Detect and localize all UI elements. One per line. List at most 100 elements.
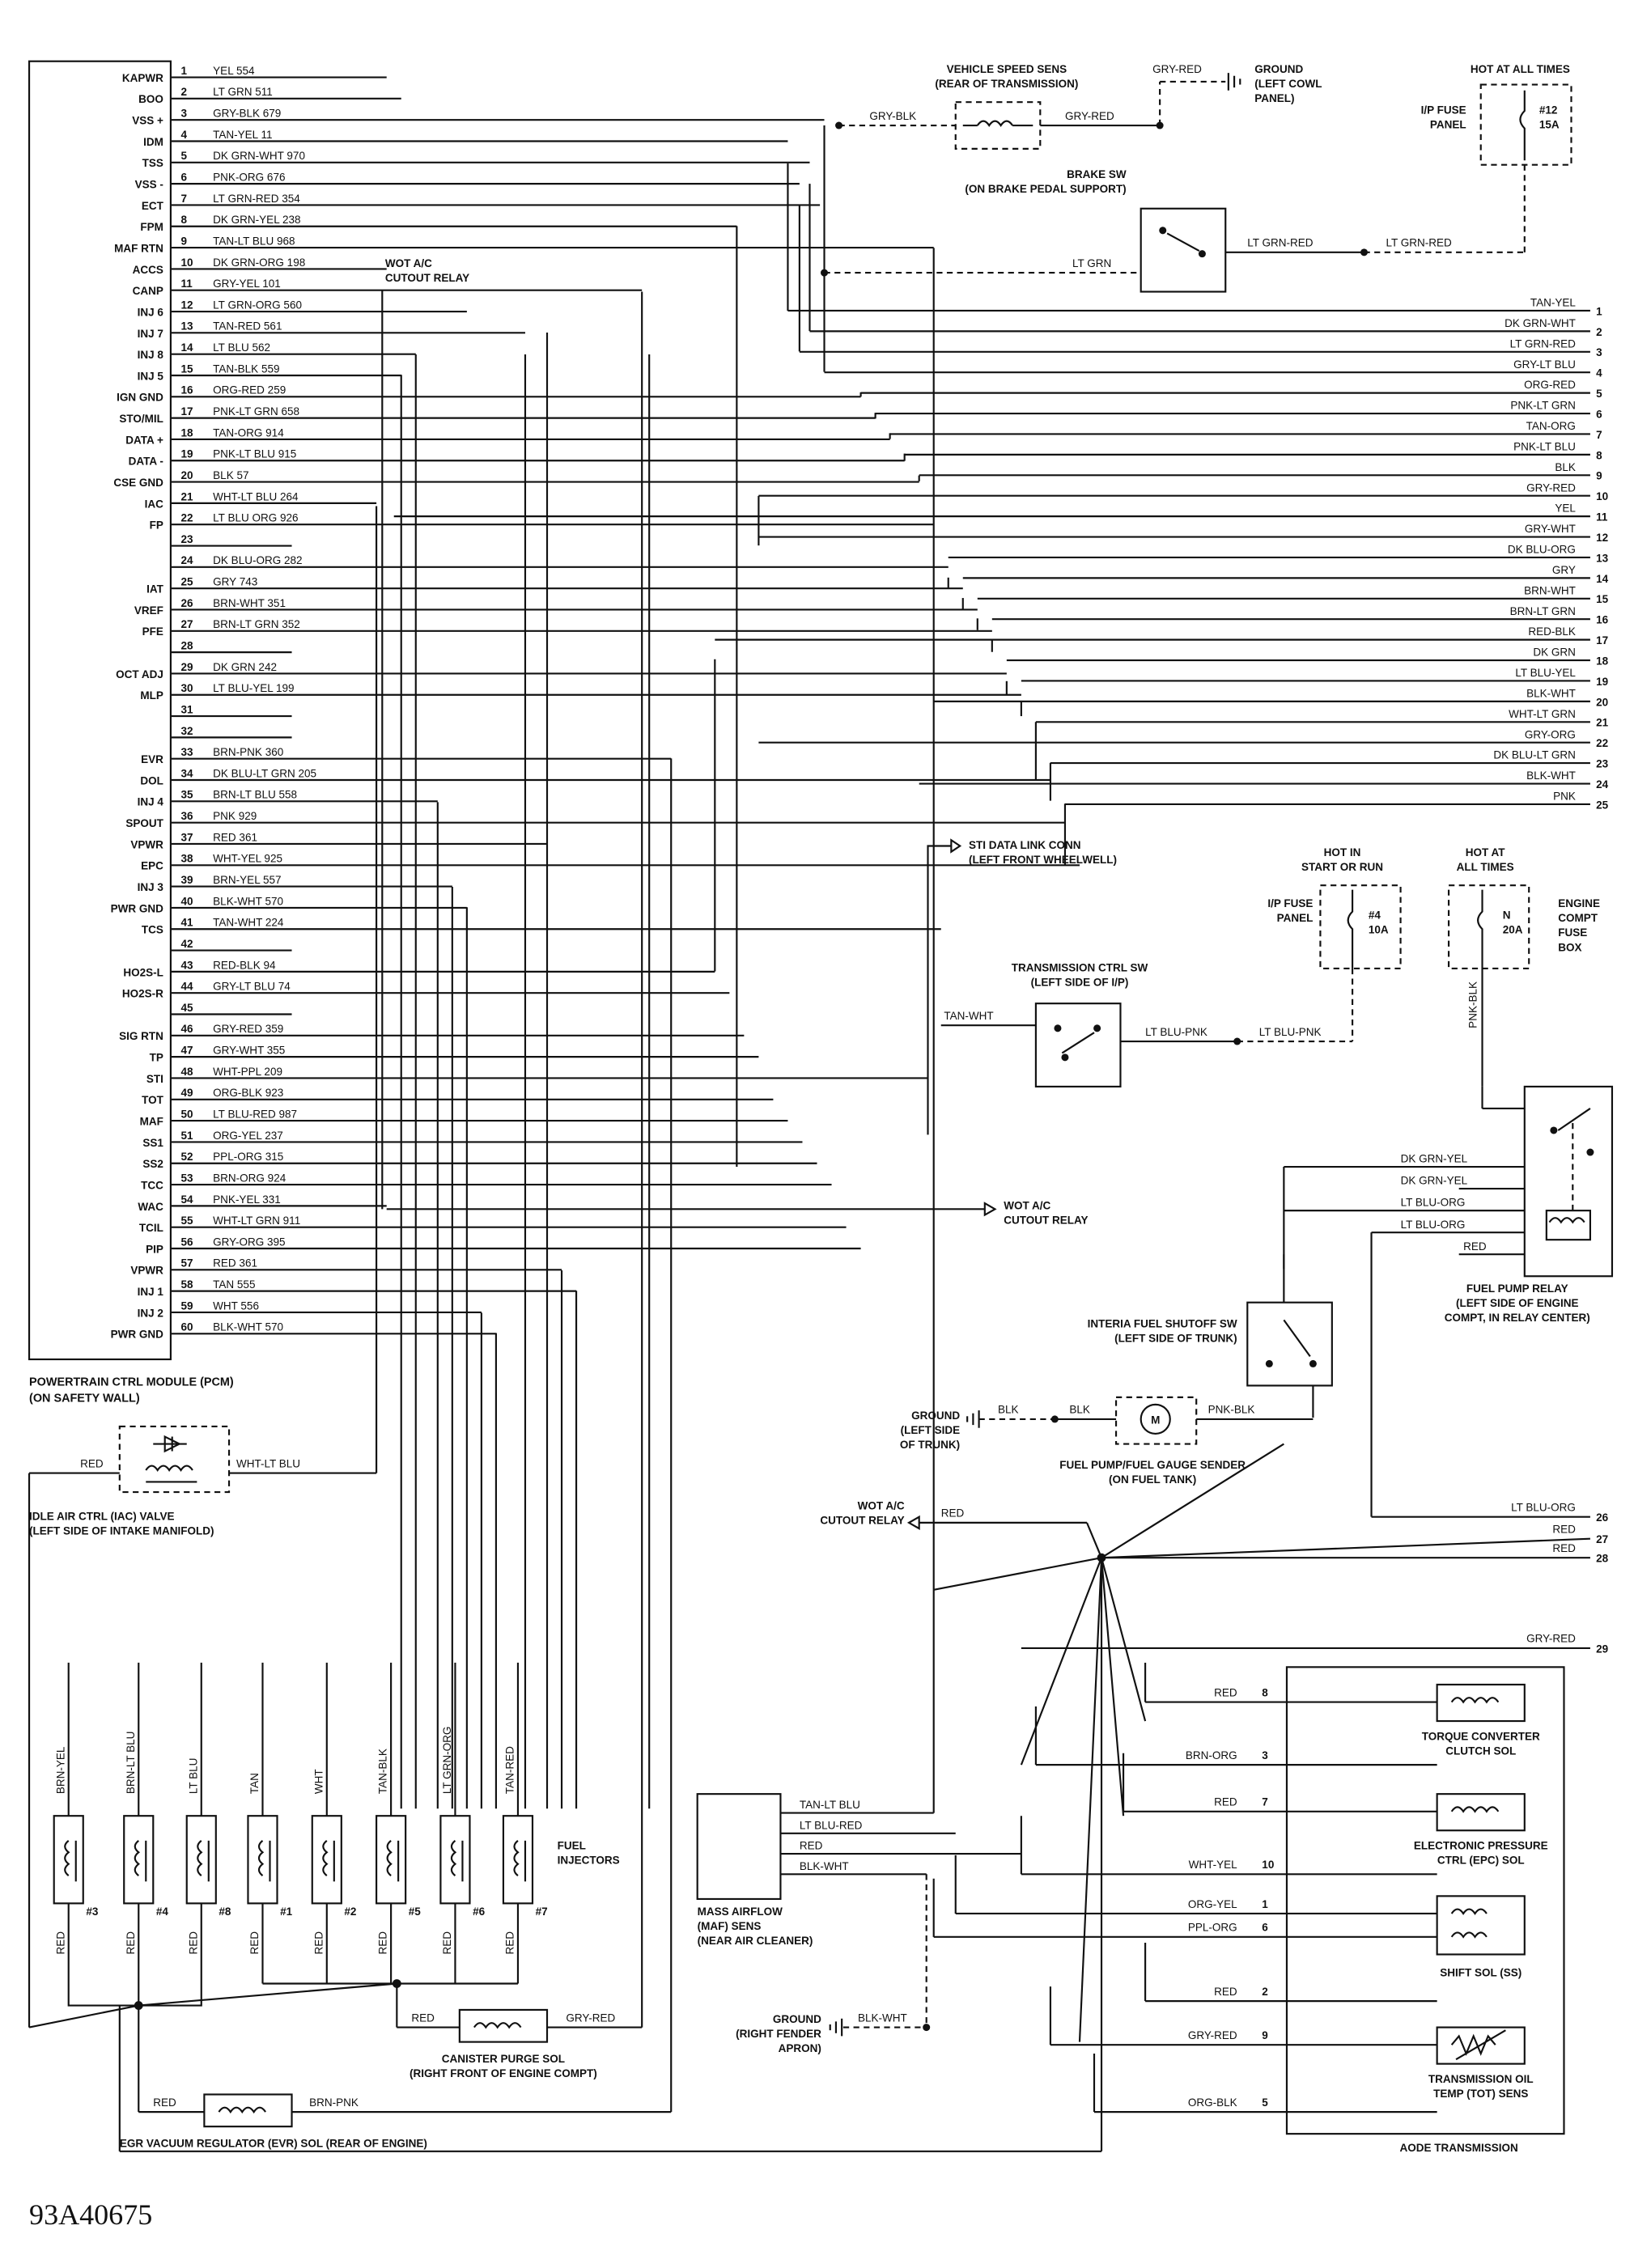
pcm-pin-row: 28 — [170, 640, 292, 654]
injector-coil-icon — [197, 1840, 203, 1876]
pcm-pin-name: SPOUT — [125, 817, 163, 829]
fuse4-label-line1: #4 — [1369, 909, 1381, 922]
right-connector-wire: DK BLU-ORG — [1508, 544, 1576, 556]
ground-icon — [1227, 73, 1241, 91]
ss-coil-box — [1436, 1895, 1526, 1956]
trans-title: AODE TRANSMISSION — [1400, 2142, 1518, 2154]
pcm-pin-name: DOL — [140, 774, 163, 786]
injector-bottom-wire: RED — [125, 1931, 137, 1955]
epc-coil-box — [1436, 1793, 1526, 1832]
engine-box-line1: ENGINE — [1558, 897, 1600, 909]
injector-top-wire: LT BLU — [187, 1758, 199, 1795]
pcm-pin-wire: WHT 556 — [213, 1299, 259, 1312]
pcm-title-line1: POWERTRAIN CTRL MODULE (PCM) — [29, 1376, 234, 1388]
evr-wire-red: RED — [153, 2096, 176, 2109]
injector-coil-icon — [450, 1840, 457, 1876]
pcm-pin-name: TCIL — [139, 1222, 163, 1234]
pcm-pin-name: INJ 2 — [138, 1307, 163, 1319]
fp-wire-blk1: BLK — [998, 1404, 1019, 1416]
pcm-pin-number: 15 — [181, 362, 194, 375]
pcm-pin-wire: TAN-BLK 559 — [213, 362, 279, 375]
pcm-pin-name: EPC — [141, 860, 163, 872]
pcm-pin-wire: DK GRN-WHT 970 — [213, 150, 305, 162]
pcm-pin-name: MAF RTN — [114, 242, 163, 254]
maf-gnd-line2: (RIGHT FENDER — [736, 2028, 821, 2040]
ss-coil-icon — [1450, 1908, 1488, 1939]
pcm-pin-wire: PNK 929 — [213, 810, 257, 822]
pcm-pin-wire: WHT-PPL 209 — [213, 1066, 282, 1078]
pcm-pin-number: 2 — [181, 86, 188, 98]
pcm-pin-number: 56 — [181, 1236, 194, 1248]
right-connector-row: 29 — [1596, 1643, 1608, 1655]
pcm-pin-name: IGN GND — [117, 392, 163, 404]
fuseN-icon — [1477, 889, 1483, 1087]
hot-at-line2: ALL TIMES — [1457, 861, 1514, 873]
pcm-pin-number: 38 — [181, 853, 194, 865]
pcm-pin-wire: DK GRN-YEL 238 — [213, 214, 300, 226]
pcm-pin-name: BOO — [138, 93, 163, 105]
tcs-wire-r1: LT BLU-PNK — [1145, 1026, 1207, 1038]
pcm-pin-number: 34 — [181, 767, 194, 779]
pcm-pin-wire: LT BLU-YEL 199 — [213, 682, 294, 694]
wire-bus — [381, 125, 1067, 1813]
trans-row-pin: 10 — [1262, 1859, 1274, 1871]
pcm-pin-name: TCC — [141, 1179, 163, 1191]
injector-top-wire: BRN-YEL — [54, 1746, 66, 1794]
sti-label-line1: STI DATA LINK CONN — [969, 839, 1081, 851]
trans-row-wire: RED — [1214, 1986, 1237, 1998]
transmission-ctrl-switch: TRANSMISSION CTRL SW (LEFT SIDE OF I/P) … — [940, 962, 1353, 1087]
fp-wire-blk2: BLK — [1069, 1404, 1090, 1416]
right-connector-wire: DK GRN — [1533, 646, 1576, 659]
right-connector-wire: BRN-WHT — [1524, 584, 1576, 596]
pcm-pin-number: 42 — [181, 938, 193, 950]
fp-relay-line3: COMPT, IN RELAY CENTER) — [1445, 1312, 1590, 1324]
pcm-pin-name: VPWR — [130, 1265, 163, 1277]
wire-28-label: RED — [1552, 1542, 1576, 1554]
right-connector-wire: YEL — [1555, 502, 1576, 515]
relay-wire-2: DK GRN-YEL — [1401, 1175, 1468, 1187]
pcm-pin-number: 52 — [181, 1151, 193, 1163]
pcm-pin-wire: BRN-ORG 924 — [213, 1172, 286, 1184]
fuse-4: HOT IN START OR RUN I/P FUSE PANEL #4 10… — [1267, 846, 1402, 1042]
maf-gnd-wire: BLK-WHT — [858, 2012, 907, 2024]
trans-row-wire: RED — [1214, 1796, 1237, 1808]
pcm-pin-number: 11 — [181, 278, 193, 290]
trans-row-pin: 7 — [1262, 1796, 1268, 1808]
canister-label-line2: (RIGHT FRONT OF ENGINE COMPT) — [410, 2067, 597, 2079]
brake-switch-box — [1140, 207, 1227, 293]
right-connector-pin: 6 — [1596, 408, 1602, 420]
fp-label-line2: (ON FUEL TANK) — [1109, 1473, 1196, 1486]
pcm-pin-wire: RED-BLK 94 — [213, 959, 276, 971]
fuseN-label-line1: N — [1503, 909, 1511, 922]
fuse4-icon — [1347, 889, 1354, 969]
pcm-pin-number: 5 — [181, 150, 188, 162]
tcc-label-line2: CLUTCH SOL — [1445, 1744, 1516, 1757]
pcm-pin-name: MLP — [140, 689, 163, 702]
ground-label-line3: PANEL) — [1254, 92, 1294, 104]
pcm-pin-name: EVR — [141, 753, 163, 765]
right-connector-wire: WHT-LT GRN — [1509, 708, 1576, 720]
vss-wire-right: GRY-RED — [1065, 110, 1114, 122]
